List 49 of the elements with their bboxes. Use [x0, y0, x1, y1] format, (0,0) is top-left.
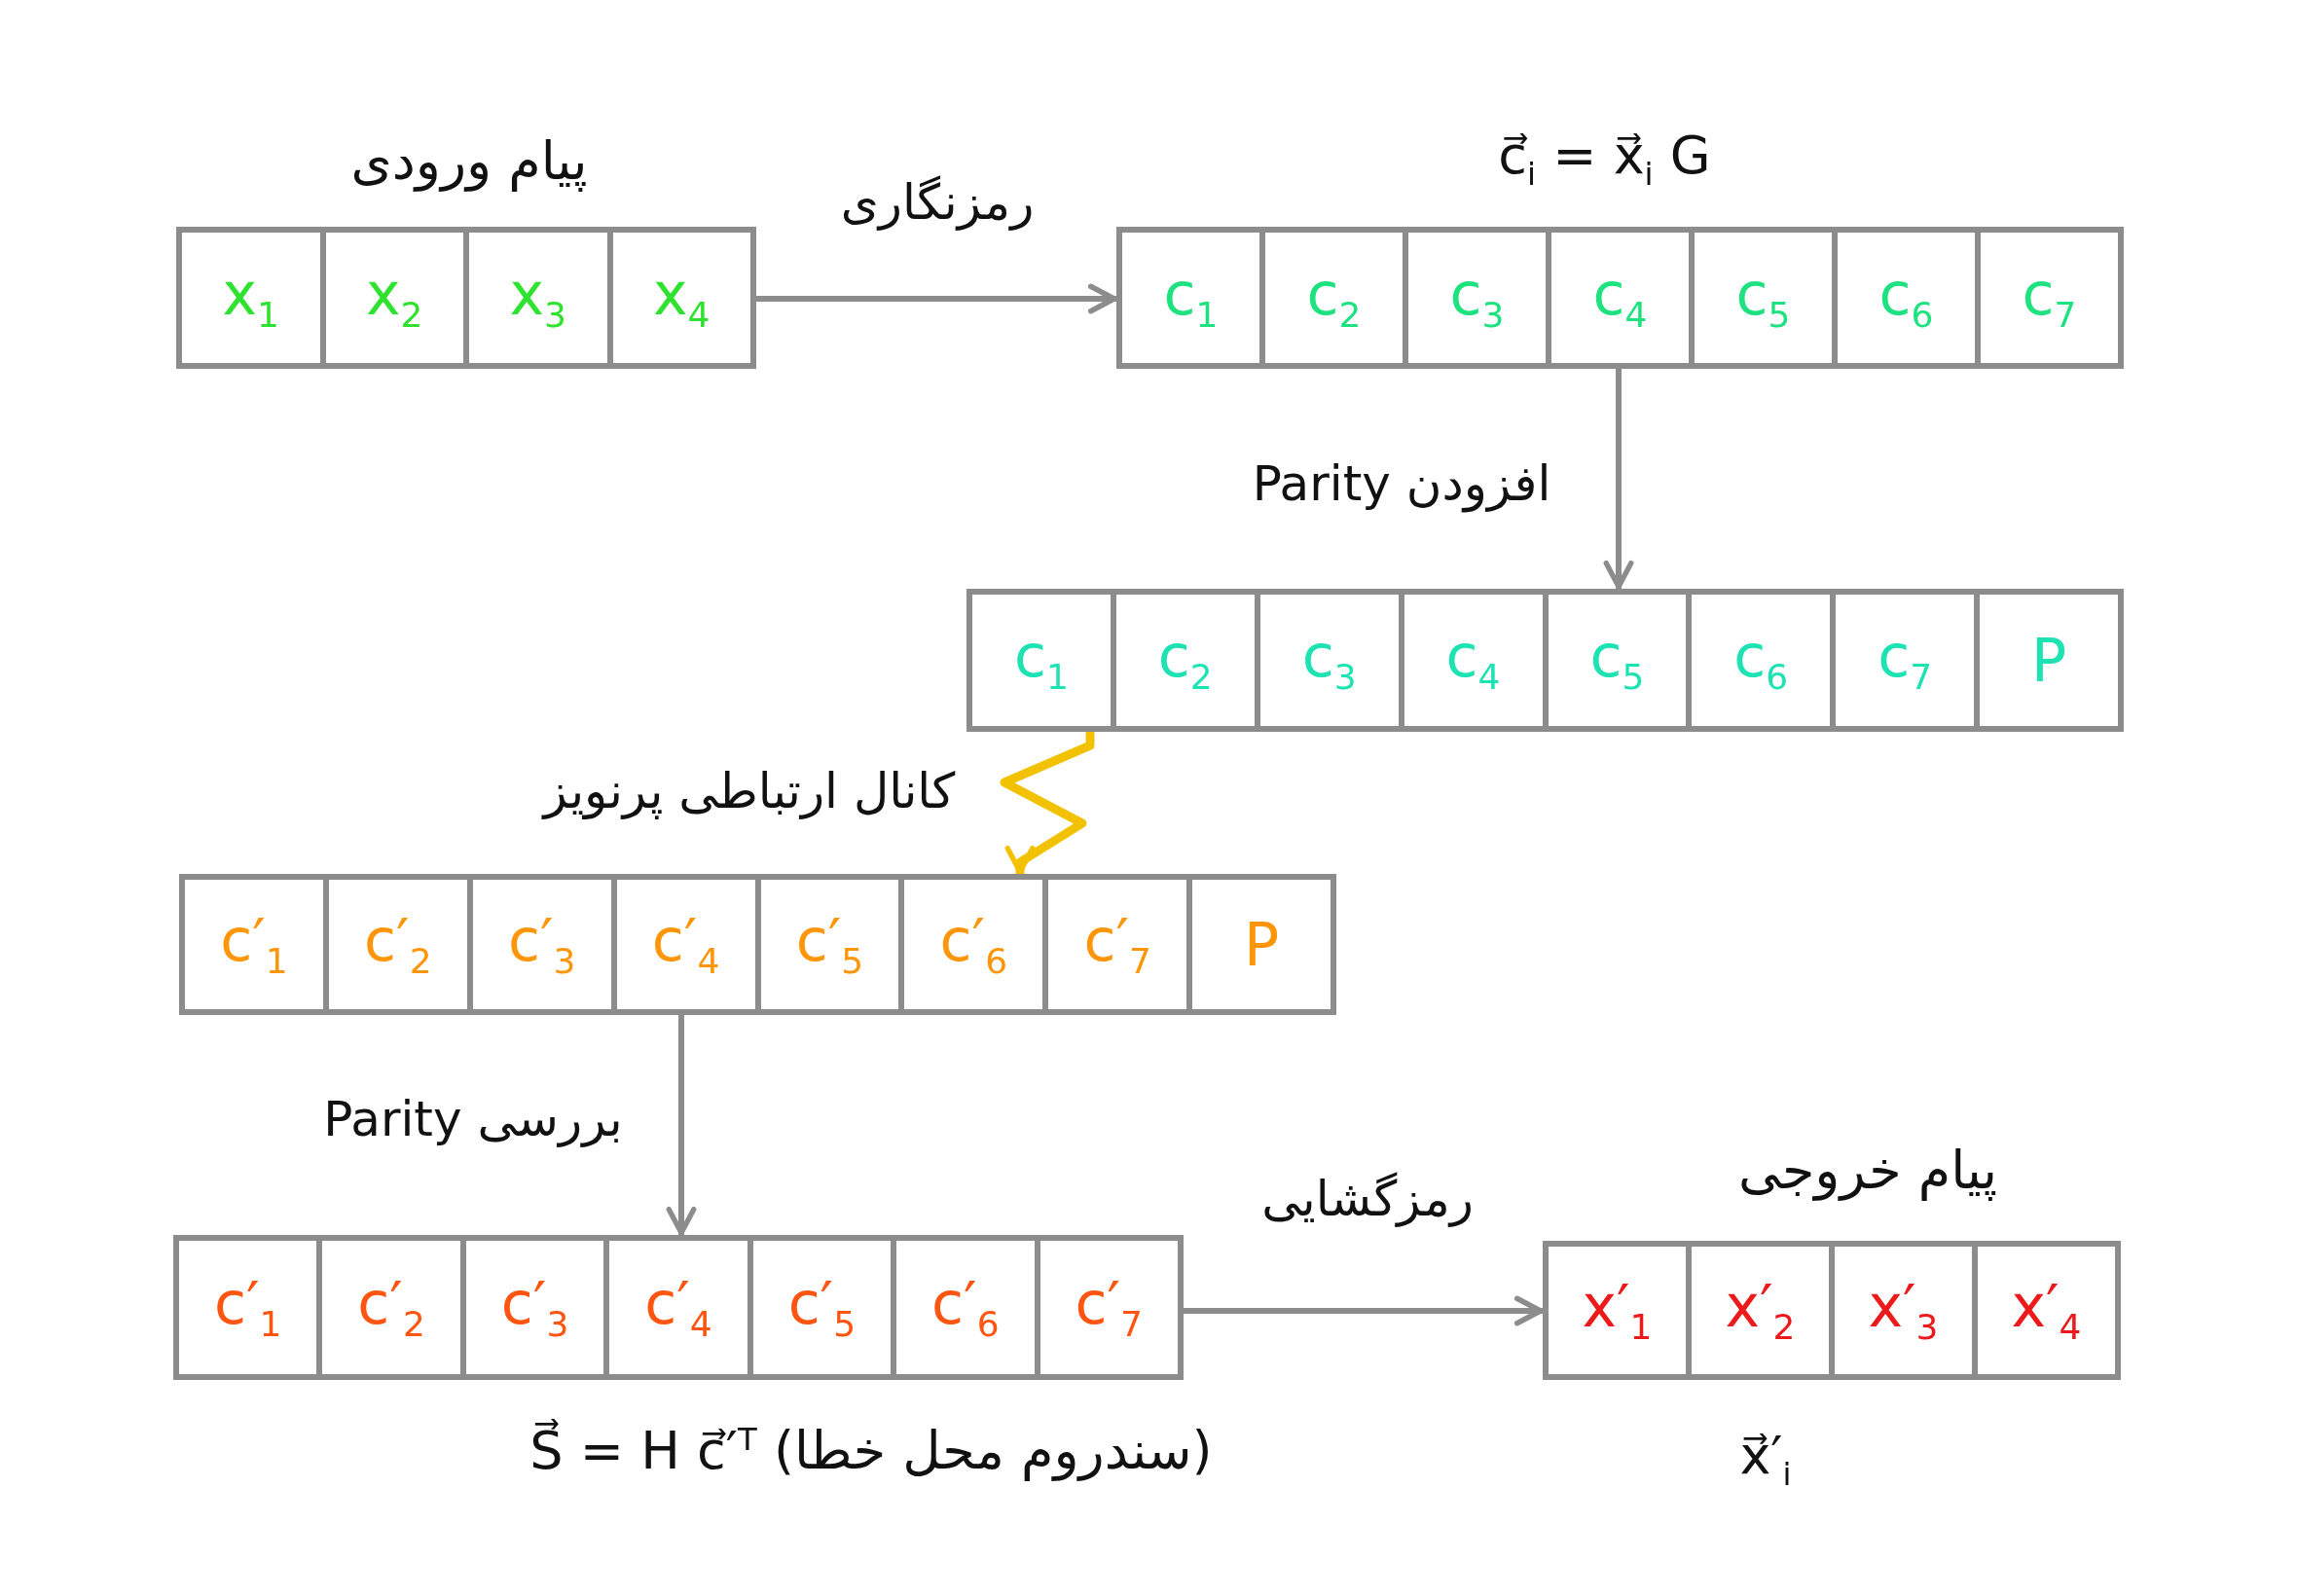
bit-symbol: x$_{2}$ [366, 261, 423, 335]
bit-symbol: c$_{2}$ [1306, 261, 1362, 335]
bit-symbol: c$_{7}$ [2022, 261, 2077, 335]
bit-symbol: c′$_{4}$ [651, 908, 720, 981]
bit-symbol: x′$_{4}$ [2011, 1274, 2082, 1347]
arrow [666, 1015, 697, 1236]
bit-symbol: c$_{4}$ [1592, 261, 1648, 335]
row-heading: پیام ورودی [350, 128, 588, 194]
bit-symbol: c′$_{5}$ [795, 908, 864, 981]
bit-symbol: c′$_{7}$ [1075, 1271, 1143, 1344]
bit-symbol: c$_{4}$ [1445, 624, 1501, 697]
bit-symbol: c$_{1}$ [1163, 261, 1219, 335]
bit-register-frame [966, 589, 2124, 732]
bit-symbol: c$_{3}$ [1301, 624, 1357, 697]
bit-symbol: x$_{1}$ [222, 261, 279, 335]
bit-symbol: c′$_{2}$ [357, 1271, 425, 1344]
bit-symbol: c$_{7}$ [1878, 624, 1933, 697]
bit-symbol: x′$_{2}$ [1725, 1274, 1796, 1347]
row-heading: c⃗$_{i}$ = x⃗$_{i}$ G [1498, 123, 1711, 194]
formula-caption: x⃗′$_{i}$ [1739, 1424, 1792, 1495]
bit-symbol: x$_{3}$ [509, 261, 566, 335]
bit-symbol: c′$_{1}$ [213, 1271, 282, 1344]
arrow [1184, 1295, 1544, 1326]
arrow [756, 283, 1117, 314]
bit-symbol: c$_{6}$ [1878, 261, 1934, 335]
bit-symbol: c′$_{7}$ [1083, 908, 1151, 981]
bit-symbol: c$_{3}$ [1449, 261, 1505, 335]
bit-symbol: c$_{6}$ [1733, 624, 1789, 697]
bit-symbol: P [2030, 628, 2067, 693]
bit-symbol: c′$_{2}$ [364, 908, 432, 981]
bit-symbol: x′$_{1}$ [1582, 1274, 1653, 1347]
bit-symbol: c′$_{6}$ [931, 1271, 1000, 1344]
bit-symbol: c′$_{3}$ [500, 1271, 569, 1344]
bit-symbol: c′$_{1}$ [220, 908, 288, 981]
arrow [1603, 369, 1634, 590]
bit-symbol: P [1243, 912, 1280, 977]
bit-symbol: c$_{1}$ [1014, 624, 1069, 697]
bit-register-frame [179, 874, 1336, 1015]
bit-symbol: c′$_{3}$ [507, 908, 576, 981]
bit-symbol: c′$_{4}$ [644, 1271, 712, 1344]
bit-symbol: c′$_{5}$ [787, 1271, 857, 1344]
bit-symbol: x′$_{3}$ [1868, 1274, 1939, 1347]
bit-symbol: x$_{4}$ [653, 261, 711, 335]
bit-symbol: c$_{5}$ [1589, 624, 1645, 697]
zigzag-arrow [1000, 732, 1095, 875]
bit-symbol: c′$_{6}$ [939, 908, 1008, 981]
bit-symbol: c$_{5}$ [1735, 261, 1791, 335]
row-heading: پیام خروجی [1738, 1138, 1997, 1203]
bit-symbol: c$_{2}$ [1157, 624, 1213, 697]
